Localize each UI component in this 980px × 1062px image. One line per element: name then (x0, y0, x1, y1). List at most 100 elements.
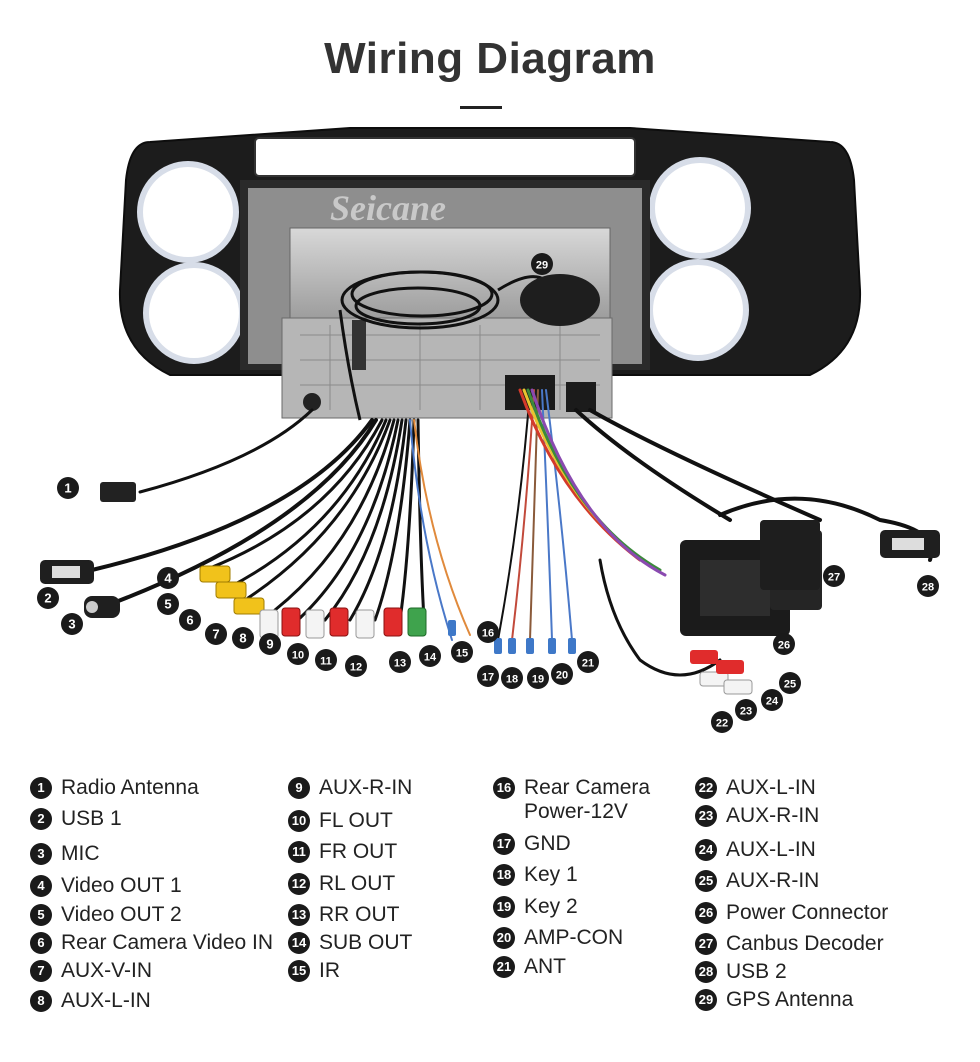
callout-marker-number: 20 (556, 670, 568, 682)
callout-marker-10: 10 (287, 643, 309, 665)
callout-marker-dot (259, 633, 281, 655)
callout-marker-number: 3 (68, 617, 75, 632)
callout-marker-12: 12 (345, 655, 367, 677)
callout-marker-number: 28 (922, 582, 934, 594)
callout-marker-dot (287, 643, 309, 665)
callout-marker-number: 11 (320, 656, 332, 668)
callout-marker-number: 16 (482, 628, 494, 640)
callout-marker-dot (735, 699, 757, 721)
callout-marker-dot (232, 627, 254, 649)
wire-harness (90, 388, 934, 677)
callout-marker-7: 7 (205, 623, 227, 645)
callout-marker-22: 22 (711, 711, 733, 733)
callout-marker-number: 29 (536, 260, 548, 272)
callout-marker-number: 15 (456, 648, 468, 660)
callout-marker-dot (205, 623, 227, 645)
usb2-connector (880, 530, 940, 558)
callout-marker-dot (477, 665, 499, 687)
callout-marker-number: 27 (828, 572, 840, 584)
callout-marker-dot (779, 672, 801, 694)
vent-ring-top-right (649, 157, 751, 259)
callout-marker-1: 1 (57, 477, 79, 499)
callout-marker-11: 11 (315, 649, 337, 671)
callout-marker-dot (527, 667, 549, 689)
callout-marker-dot (345, 655, 367, 677)
callout-marker-2: 2 (37, 587, 59, 609)
callout-marker-number: 25 (784, 679, 796, 691)
callout-marker-23: 23 (735, 699, 757, 721)
vent-ring-bottom-left (143, 262, 245, 364)
callout-marker-8: 8 (232, 627, 254, 649)
callout-marker-dot (477, 621, 499, 643)
callout-marker-number: 2 (44, 591, 51, 606)
callout-marker-number: 17 (482, 672, 494, 684)
callout-marker-20: 20 (551, 663, 573, 685)
callout-marker-dot (61, 613, 83, 635)
callout-marker-dot (157, 593, 179, 615)
callout-marker-dot (501, 667, 523, 689)
callout-marker-dot (577, 651, 599, 673)
callout-marker-18: 18 (501, 667, 523, 689)
callout-marker-dot (419, 645, 441, 667)
callout-marker-number: 24 (766, 696, 779, 708)
callout-marker-27: 27 (823, 565, 845, 587)
brand-watermark: Seicane (330, 188, 446, 228)
callout-marker-dot (531, 253, 553, 275)
callout-marker-dot (917, 575, 939, 597)
rca-connectors (199, 565, 427, 639)
callout-marker-number: 18 (506, 674, 518, 686)
callout-marker-dot (451, 641, 473, 663)
callout-marker-14: 14 (419, 645, 441, 667)
callout-marker-21: 21 (577, 651, 599, 673)
callout-marker-dot (551, 663, 573, 685)
callout-marker-number: 5 (164, 597, 171, 612)
callout-marker-19: 19 (527, 667, 549, 689)
callout-marker-3: 3 (61, 613, 83, 635)
callout-marker-number: 9 (266, 637, 273, 652)
callout-marker-dot (315, 649, 337, 671)
callout-marker-number: 21 (582, 658, 594, 670)
callout-marker-26: 26 (773, 633, 795, 655)
callout-marker-dot (761, 689, 783, 711)
callout-marker-dot (711, 711, 733, 733)
callout-marker-9: 9 (259, 633, 281, 655)
callout-marker-17: 17 (477, 665, 499, 687)
callout-marker-number: 19 (532, 674, 544, 686)
callout-marker-number: 12 (350, 662, 362, 674)
callout-marker-number: 1 (64, 481, 71, 496)
callout-marker-4: 4 (157, 567, 179, 589)
callout-marker-28: 28 (917, 575, 939, 597)
callout-marker-dot (179, 609, 201, 631)
callout-marker-15: 15 (451, 641, 473, 663)
callout-marker-number: 22 (716, 718, 728, 730)
callout-marker-16: 16 (477, 621, 499, 643)
gps-antenna (338, 270, 600, 421)
callout-marker-number: 7 (212, 627, 219, 642)
callout-marker-number: 10 (292, 650, 304, 662)
callout-marker-29: 29 (531, 253, 553, 275)
aux-rca-right (690, 650, 753, 695)
page-title: Wiring Diagram (324, 34, 656, 83)
